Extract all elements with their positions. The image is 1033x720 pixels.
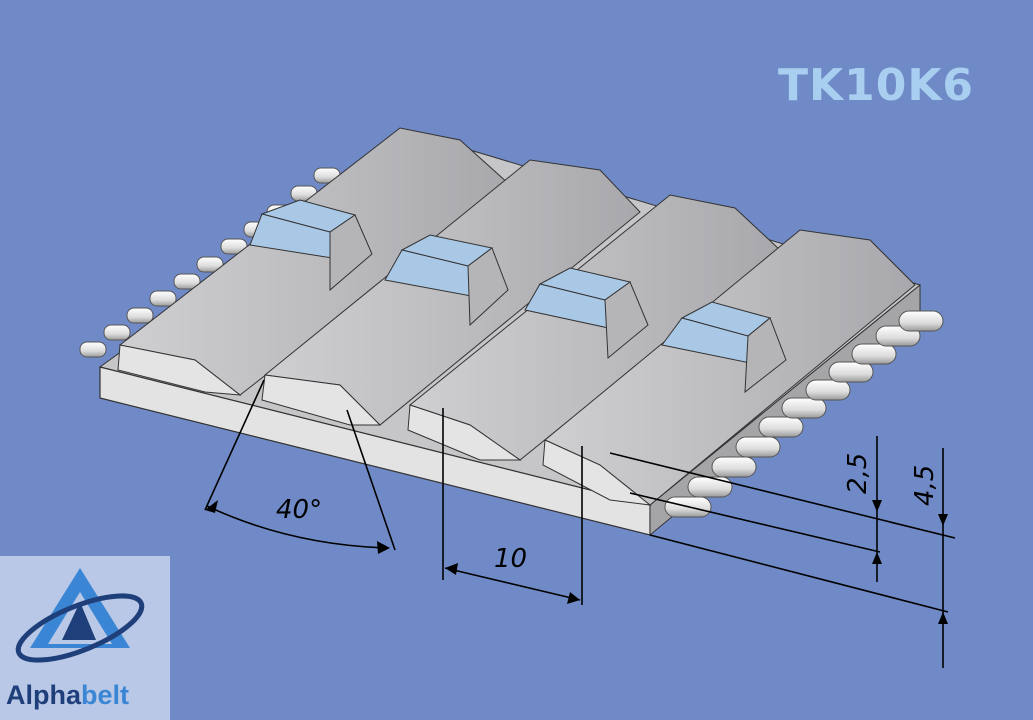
brand-name-part1: Alpha bbox=[6, 680, 82, 710]
angle-label: 40° bbox=[276, 495, 322, 525]
brand-name-part2: belt bbox=[81, 680, 130, 710]
brand-logo: Alphabelt bbox=[0, 556, 170, 720]
pitch-label: 10 bbox=[494, 544, 527, 574]
right-rods bbox=[664, 310, 944, 518]
tooth-height-label: 2,5 bbox=[843, 453, 873, 494]
brand-name: Alphabelt bbox=[6, 680, 129, 711]
dimension-arrows bbox=[205, 500, 948, 624]
logo-emblem-icon bbox=[15, 568, 145, 663]
belt-cleats bbox=[249, 199, 787, 394]
total-height-label: 4,5 bbox=[910, 465, 940, 506]
product-title: TK10K6 bbox=[778, 60, 975, 111]
dimension-lines bbox=[204, 379, 956, 668]
